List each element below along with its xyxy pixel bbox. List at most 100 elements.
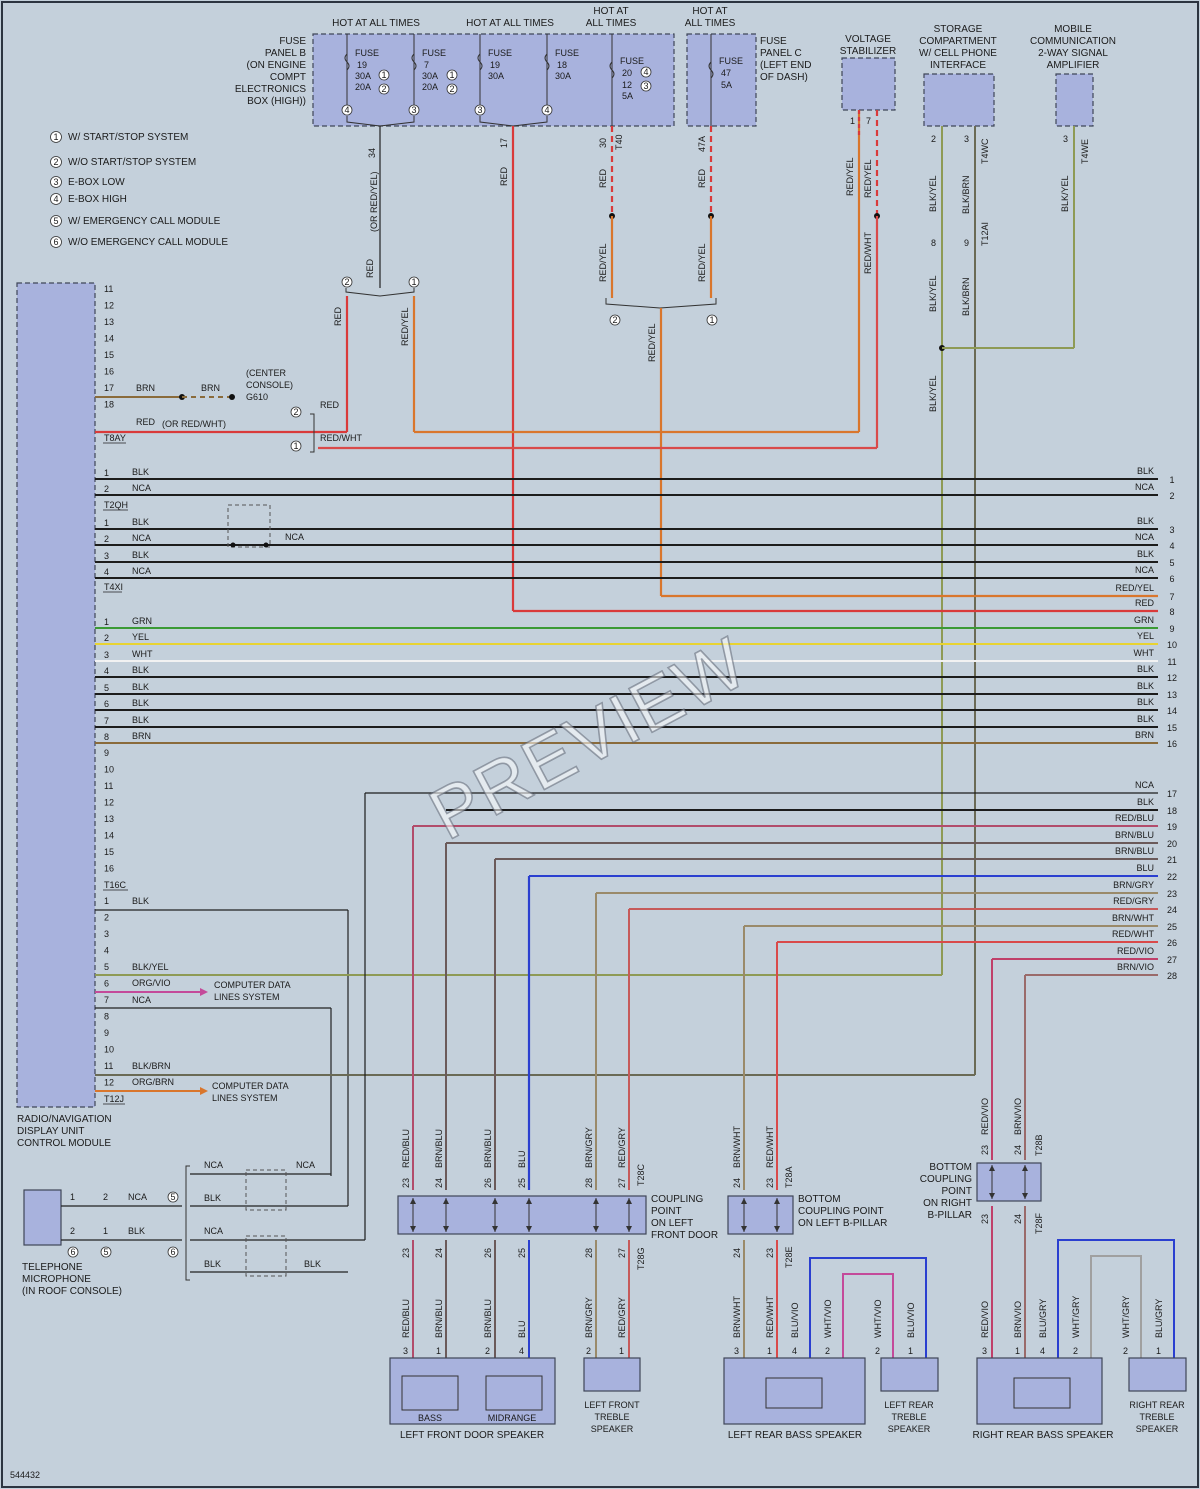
- coupling-arrow-up-4: [593, 1198, 599, 1204]
- svg-text:RED/WHT: RED/WHT: [863, 232, 873, 274]
- svg-text:1: 1: [381, 70, 386, 80]
- label-bus_lines-24-num: 25: [1167, 922, 1177, 932]
- label-speaker_wires_top-1-label: BRN/BLU: [434, 1129, 444, 1168]
- svg-text:FUSE: FUSE: [719, 56, 743, 66]
- telephone-microphone: [23, 1189, 62, 1246]
- svg-text:T40: T40: [614, 134, 624, 150]
- left-rear-bass-speaker: [723, 1357, 866, 1425]
- left-rear-treble-speaker: [880, 1357, 939, 1392]
- coupling-arrow-down-1: [443, 1226, 449, 1232]
- svg-text:(ON ENGINE: (ON ENGINE: [247, 60, 307, 71]
- coupling-arrow-up-3: [526, 1198, 532, 1204]
- radio-module-label: RADIO/NAVIGATION DISPLAY UNIT CONTROL MO…: [17, 1114, 112, 1149]
- right-rear-treble-speaker: [1128, 1357, 1187, 1392]
- svg-text:RED: RED: [320, 400, 340, 410]
- coupling-arrow-down-4: [593, 1226, 599, 1232]
- speaker-pin-2: 2: [485, 1346, 490, 1356]
- label-bus_lines-6-num: 7: [1169, 592, 1174, 602]
- label-speaker_wires_bottom-2-pin: 26: [483, 1248, 493, 1258]
- label-bus_lines-17-right: BLK: [1137, 797, 1154, 807]
- svg-text:FUSE: FUSE: [620, 56, 644, 66]
- left-front-door-speaker: [389, 1357, 556, 1425]
- label-legend-0-num: 1: [53, 132, 58, 142]
- label-speaker_wires_bottom-14-label: BLU/GRY: [1038, 1299, 1048, 1338]
- bus-left-pin-2: 2: [104, 484, 109, 494]
- label-legend-5-text: W/O EMERGENCY CALL MODULE: [68, 237, 228, 248]
- bus-left-pin-15: 7: [104, 716, 109, 726]
- label-t16c_labels-5-label: ORG/BRN: [132, 1077, 174, 1087]
- fuse-panel-c: [686, 33, 757, 127]
- speaker-pin-13: 1: [1015, 1346, 1020, 1356]
- speaker-pin-4: 2: [586, 1346, 591, 1356]
- svg-text:RED: RED: [365, 258, 375, 278]
- svg-text:BLK/YEL: BLK/YEL: [928, 375, 938, 412]
- label-bus_lines-13-num: 14: [1167, 706, 1177, 716]
- svg-text:9: 9: [964, 238, 969, 248]
- bus-left-pin-13: 5: [104, 683, 109, 693]
- radio-pin-upper-9: 9: [104, 748, 109, 758]
- label-bus_lines-7-num: 8: [1169, 607, 1174, 617]
- svg-text:RIGHT REAR: RIGHT REAR: [1129, 1400, 1185, 1410]
- label-bus_lines-2-left: BLK: [132, 517, 149, 527]
- label-speaker_wires_top-3-label: BLU: [517, 1150, 527, 1168]
- label-speaker_wires_top-9-pin: 24: [1013, 1145, 1023, 1155]
- label-speaker_wires_top-2-pin: 26: [483, 1178, 493, 1188]
- svg-text:3: 3: [643, 81, 648, 91]
- fuse-branch-horizontals: [318, 430, 1158, 613]
- label-legend-0-text: W/ START/STOP SYSTEM: [68, 132, 188, 143]
- svg-text:TREBLE: TREBLE: [594, 1412, 629, 1422]
- label-bus_lines-5-left: NCA: [132, 566, 151, 576]
- left-front-treble-speaker: [583, 1357, 641, 1392]
- label-speaker_wires_top-4-pin: 28: [584, 1178, 594, 1188]
- diagram-id: 544432: [10, 1470, 40, 1480]
- svg-text:(LEFT END: (LEFT END: [760, 60, 812, 71]
- label-speaker_wires_bottom-12-pin: 23: [980, 1214, 990, 1224]
- label-bus_lines-16-num: 17: [1167, 789, 1177, 799]
- svg-text:30A: 30A: [555, 71, 571, 81]
- svg-text:2: 2: [70, 1226, 75, 1236]
- bus-left-pin-3: 1: [104, 518, 109, 528]
- coupling-arrow-down-8: [989, 1193, 995, 1199]
- svg-text:FUSE: FUSE: [422, 48, 446, 58]
- svg-text:30A: 30A: [422, 71, 438, 81]
- label-bus_lines-20-num: 21: [1167, 855, 1177, 865]
- label-bus_lines-15-right: BRN: [1135, 730, 1154, 740]
- svg-text:34: 34: [367, 148, 377, 158]
- speaker-pin-12: 3: [982, 1346, 987, 1356]
- label-speaker_wires_bottom-0-pin: 23: [401, 1248, 411, 1258]
- label-radio_pins_top-1: 12: [104, 301, 114, 311]
- svg-text:1: 1: [103, 1226, 108, 1236]
- svg-text:30A: 30A: [355, 71, 371, 81]
- fuse-19b: FUSE 19 30A: [477, 34, 512, 110]
- svg-text:2: 2: [612, 315, 617, 325]
- label-speaker_wires_top-7-pin: 23: [765, 1178, 775, 1188]
- label-bus_lines-18-right: RED/BLU: [1115, 813, 1154, 823]
- fuse-panel-b: [312, 33, 675, 127]
- label-connectors-t16c: T16C: [104, 880, 127, 890]
- coupling-arrow-down-7: [774, 1226, 780, 1232]
- hot-at-all-times-3b: ALL TIMES: [586, 18, 637, 29]
- svg-text:BOTTOM: BOTTOM: [798, 1194, 841, 1205]
- fuse-panel-c-label: FUSE PANEL C (LEFT END OF DASH): [760, 36, 812, 83]
- label-speaker_wires_bottom-6-pin: 24: [732, 1248, 742, 1258]
- svg-text:TREBLE: TREBLE: [1139, 1412, 1174, 1422]
- svg-text:1: 1: [709, 315, 714, 325]
- label-radio_pins_12j-4: 5: [104, 962, 109, 972]
- label-bus_lines-1-right: NCA: [1135, 482, 1154, 492]
- label-radio_pins_12j-5: 6: [104, 979, 109, 989]
- coupling-right-b-pillar-label: BOTTOM COUPLING POINT ON RIGHT B-PILLAR: [920, 1162, 972, 1221]
- label-legend-1-num: 2: [53, 157, 58, 167]
- label-bus_lines-12-left: BLK: [132, 682, 149, 692]
- bus-left-pin-16: 8: [104, 732, 109, 742]
- svg-text:SPEAKER: SPEAKER: [591, 1424, 634, 1434]
- ebox-selectors: 4 3 3 4: [341, 104, 553, 127]
- label-legend-3-text: E-BOX HIGH: [68, 194, 127, 205]
- rr-treble-label: RIGHT REAR TREBLE SPEAKER: [1129, 1400, 1185, 1434]
- rr-wht-gry-loop: [1090, 1255, 1142, 1358]
- label-connectors-t28e: T28E: [784, 1246, 794, 1268]
- svg-text:LEFT FRONT: LEFT FRONT: [584, 1400, 640, 1410]
- bass-speaker-icon: [401, 1375, 459, 1411]
- svg-text:CONTROL MODULE: CONTROL MODULE: [17, 1138, 111, 1149]
- svg-text:5A: 5A: [622, 91, 633, 101]
- coupling-left-front-door-label: COUPLING POINT ON LEFT FRONT DOOR: [651, 1194, 718, 1241]
